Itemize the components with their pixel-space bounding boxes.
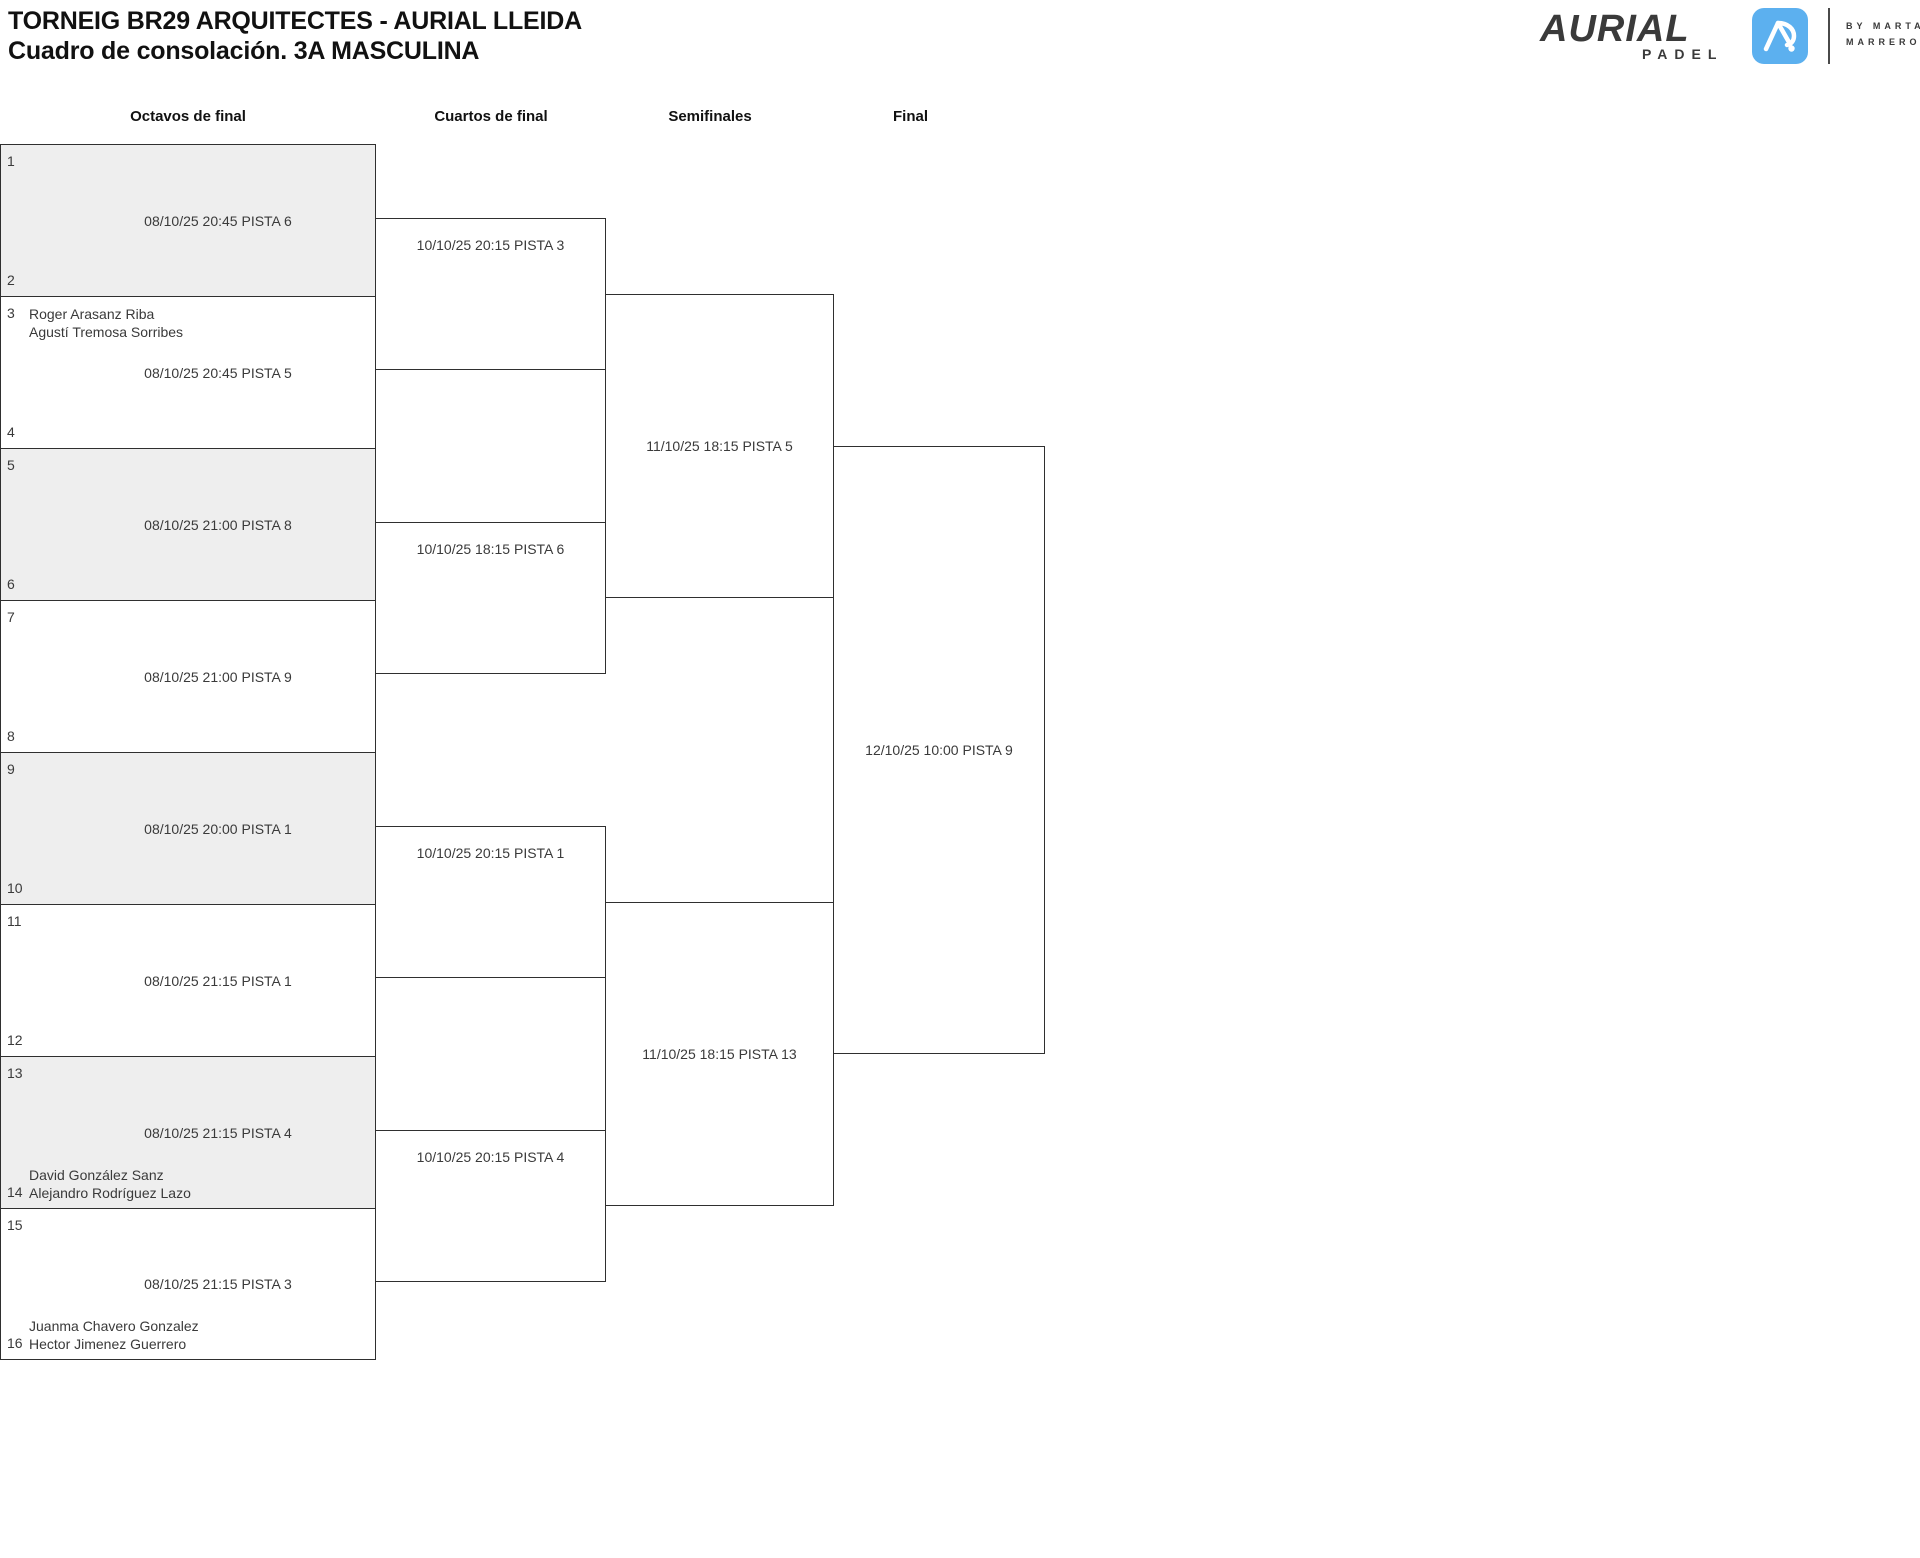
- r16-match-8[interactable]: 15 08/10/25 21:15 PISTA 3 16 Juanma Chav…: [0, 1208, 376, 1360]
- logo-subword: PADEL: [1642, 46, 1724, 62]
- match-info: 08/10/25 20:00 PISTA 1: [144, 820, 292, 837]
- logo-byline-2: MARRERO: [1846, 37, 1920, 47]
- logo-byline: BY MARTA MARRERO: [1846, 18, 1920, 50]
- seed-number: 6: [7, 576, 15, 592]
- round-of-16-column: 1 08/10/25 20:45 PISTA 6 2 3 Roger Arasa…: [0, 144, 376, 1360]
- logo-byline-1: BY MARTA: [1846, 21, 1920, 31]
- qf-match-4[interactable]: 10/10/25 20:15 PISTA 4: [375, 1130, 606, 1282]
- match-info: 11/10/25 18:15 PISTA 13: [642, 1046, 797, 1062]
- r16-match-6[interactable]: 11 08/10/25 21:15 PISTA 1 12: [0, 904, 376, 1056]
- final-match[interactable]: 12/10/25 10:00 PISTA 9: [833, 446, 1045, 1054]
- round-header-semifinales: Semifinales: [668, 108, 752, 125]
- page-title: TORNEIG BR29 ARQUITECTES - AURIAL LLEIDA…: [8, 6, 582, 66]
- match-info: 10/10/25 18:15 PISTA 6: [416, 541, 565, 557]
- match-info: 08/10/25 21:15 PISTA 4: [144, 1124, 292, 1141]
- round-header-final: Final: [892, 108, 928, 125]
- match-info: 11/10/25 18:15 PISTA 5: [646, 438, 793, 454]
- seed-number: 13: [7, 1065, 23, 1081]
- bracket-subtitle: Cuadro de consolación. 3A MASCULINA: [8, 37, 480, 65]
- seed-number: 11: [7, 913, 22, 929]
- match-info: 08/10/25 20:45 PISTA 5: [144, 364, 292, 381]
- seed-number: 4: [7, 424, 15, 440]
- seed-number: 9: [7, 761, 15, 777]
- match-info: 08/10/25 21:15 PISTA 3: [144, 1276, 292, 1292]
- r16-match-1[interactable]: 1 08/10/25 20:45 PISTA 6 2: [0, 144, 376, 296]
- r16-match-7[interactable]: 13 08/10/25 21:15 PISTA 4 14 David Gonzá…: [0, 1056, 376, 1208]
- logo-divider: [1828, 8, 1830, 64]
- match-info: 08/10/25 20:45 PISTA 6: [144, 212, 292, 229]
- match-info: 10/10/25 20:15 PISTA 3: [416, 237, 565, 253]
- seed-number: 1: [7, 153, 15, 169]
- match-info: 10/10/25 20:15 PISTA 4: [416, 1149, 565, 1165]
- r16-match-5[interactable]: 9 08/10/25 20:00 PISTA 1 10: [0, 752, 376, 904]
- round-header-cuartos: Cuartos de final: [434, 108, 548, 125]
- seed-number: 8: [7, 728, 15, 744]
- seed-number: 16: [7, 1335, 23, 1351]
- r16-match-4[interactable]: 7 08/10/25 21:00 PISTA 9 8: [0, 600, 376, 752]
- round-header-octavos: Octavos de final: [130, 108, 246, 125]
- aurial-padel-logo: AURIAL PADEL BY MARTA MARRERO: [1540, 6, 1920, 66]
- seed-number: 14: [7, 1184, 23, 1200]
- aurial-a-monogram-icon: [1752, 8, 1808, 64]
- match-info: 08/10/25 21:00 PISTA 8: [144, 516, 292, 533]
- sf-match-2[interactable]: 11/10/25 18:15 PISTA 13: [605, 902, 834, 1206]
- seed-number: 12: [7, 1032, 23, 1048]
- match-info: 08/10/25 21:15 PISTA 1: [144, 972, 292, 989]
- seed-number: 2: [7, 272, 15, 288]
- seed-number: 15: [7, 1217, 23, 1233]
- match-info: 08/10/25 21:00 PISTA 9: [144, 668, 292, 685]
- seed-number: 10: [7, 880, 23, 896]
- match-info: 10/10/25 20:15 PISTA 1: [416, 845, 565, 861]
- page-header: TORNEIG BR29 ARQUITECTES - AURIAL LLEIDA…: [0, 0, 1920, 80]
- match-info: 12/10/25 10:00 PISTA 9: [865, 742, 1013, 758]
- seed-number: 7: [7, 609, 15, 625]
- seed-number: 3: [7, 305, 15, 321]
- r16-match-3[interactable]: 5 08/10/25 21:00 PISTA 8 6: [0, 448, 376, 600]
- logo-wordmark: AURIAL: [1540, 8, 1690, 50]
- qf-match-3[interactable]: 10/10/25 20:15 PISTA 1: [375, 826, 606, 978]
- seed-number: 5: [7, 457, 15, 473]
- sf-match-1[interactable]: 11/10/25 18:15 PISTA 5: [605, 294, 834, 598]
- tournament-name: TORNEIG BR29 ARQUITECTES - AURIAL LLEIDA: [8, 7, 582, 35]
- qf-match-2[interactable]: 10/10/25 18:15 PISTA 6: [375, 522, 606, 674]
- qf-match-1[interactable]: 10/10/25 20:15 PISTA 3: [375, 218, 606, 370]
